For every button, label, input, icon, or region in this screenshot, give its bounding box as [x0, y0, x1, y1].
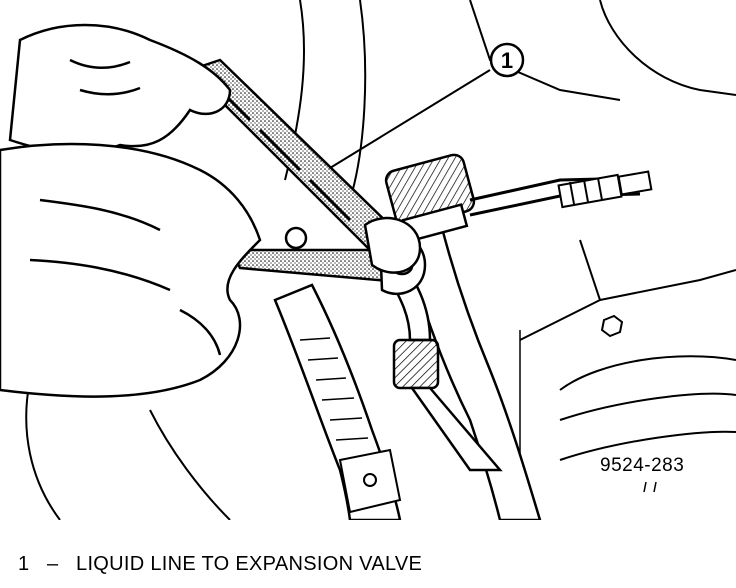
technical-illustration: 1	[0, 0, 736, 520]
technician-hands	[0, 23, 262, 398]
legend-separator: –	[47, 553, 59, 575]
mounting-bracket	[338, 448, 402, 514]
engine-background	[25, 0, 736, 520]
callout-1: 1	[329, 42, 525, 169]
figure-code-mark	[643, 481, 657, 493]
fitting-right	[557, 170, 653, 209]
legend-number: 1	[18, 553, 30, 575]
bolt-icon	[600, 314, 624, 338]
line-wrench	[187, 58, 422, 274]
legend: 1 – LIQUID LINE TO EXPANSION VALVE	[18, 553, 422, 576]
figure-code: 9524-283	[600, 455, 685, 476]
legend-text: LIQUID LINE TO EXPANSION VALVE	[76, 553, 423, 575]
refrigerant-hose	[398, 218, 542, 520]
hose-coupling	[384, 153, 476, 243]
callout-number: 1	[501, 48, 513, 73]
